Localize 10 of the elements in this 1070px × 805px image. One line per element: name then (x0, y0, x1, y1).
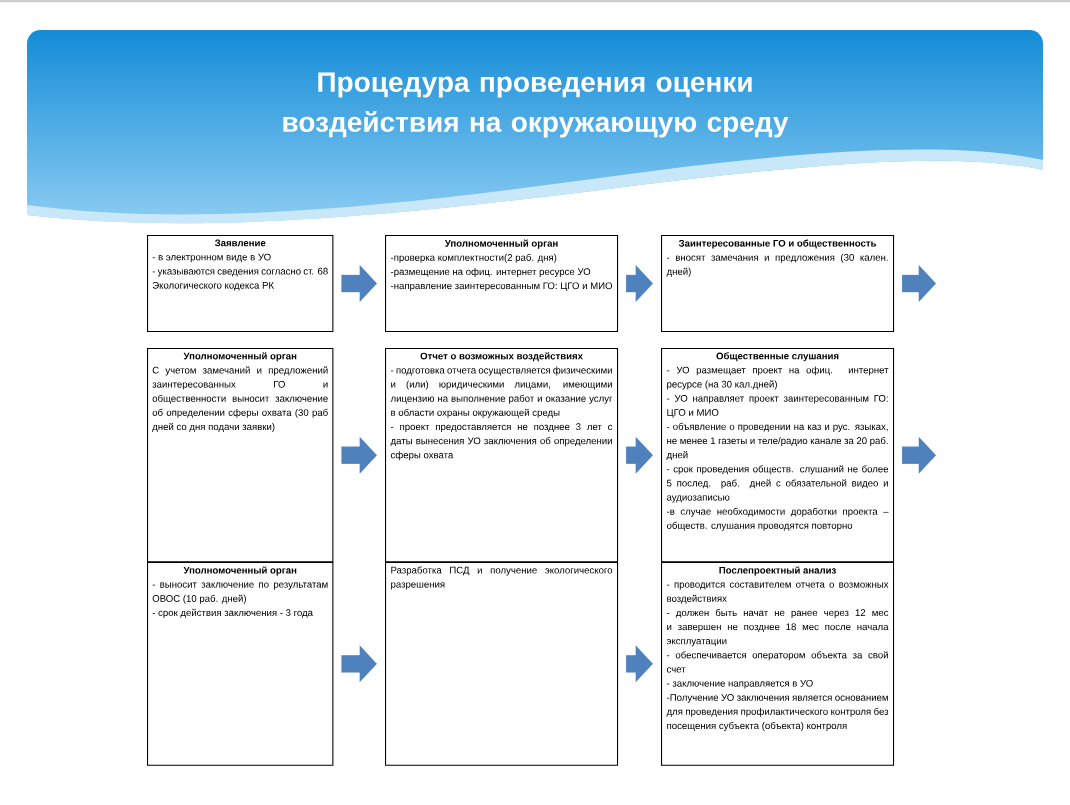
process-box: Уполномоченный орган С учетом замечаний и предложений заинтересованных ГО и общественности выносит заключение об определении сферы охвата (30 раб дней со дня подачи заявки) (147, 348, 334, 563)
process-box: Общественные слушания - УО размещает проект на офиц. интернет ресурсе (на 30 кал.дней) - УО направляет проект заинтересованным ГО: ЦГО и МИО - объявление о проведении на каз и рус. языках, не менее 1 газеты и теле/радио канале за 20 раб. дней - срок проведения обществ. слушаний не более 5 послед. раб. дней с обязательной видео и аудиозаписью -в случае необходимости доработки проекта – обществ. слушания проводятся повторно (661, 348, 895, 563)
process-box: Уполномоченный орган - выносит заключение по результатам ОВОС (10 раб. дней) - срок действия заключения - 3 года (147, 562, 334, 766)
process-box: Отчет о возможных воздействиях - подготовка отчета осуществляется физическими и (или) юридическими лицами, имеющими лицензию на выполнение работ и оказание услуг в области охраны окружающей среды - проект предоставляется не позднее 3 лет с даты вынесения УО заключения об определении сферы охвата (385, 348, 619, 563)
process-box: Заявление - в электронном виде в УО - указываются сведения согласно ст. 68 Экологического кодекса РК (147, 235, 334, 333)
title: Процедура проведения оценки воздействия на окружающую среду (283, 72, 789, 138)
process-box: Уполномоченный орган -проверка комплектности(2 раб. дня) -размещение на офиц. интернет ресурсе УО -направление заинтересованным ГО: ЦГО и МИО (385, 235, 619, 333)
process-box: Разработка ПСД и получение экологического разрешения (385, 562, 619, 766)
process-box: Послепроектный анализ - проводится составителем отчета о возможных воздействиях - должен быть начат не ранее через 12 мес и завершен не позднее 18 мес после начала эксплуатации - обеспечивается оператором объекта за свой счет - заключение направляется в УО -Получение УО заключения является основанием для проведения профилактического контроля без посещения субъекта (объекта) контроля (661, 562, 895, 766)
process-box: Заинтересованные ГО и общественность - вносят замечания и предложения (30 кален. дней) (661, 235, 895, 333)
